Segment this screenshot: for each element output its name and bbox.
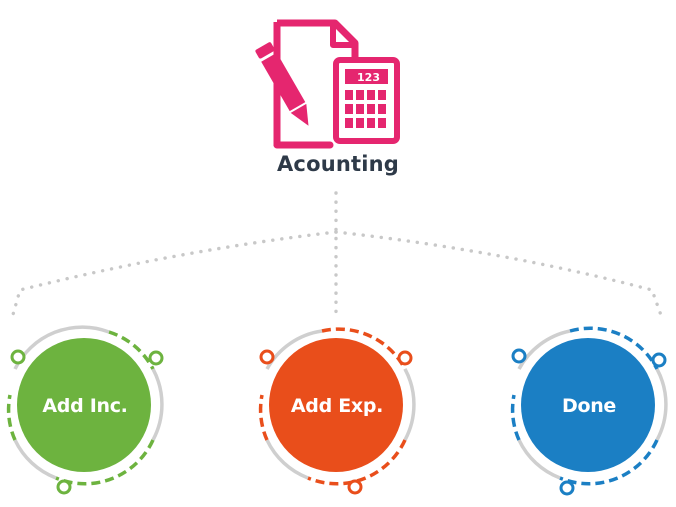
node-ring-accent [569, 326, 659, 370]
document-pencil-calculator-icon: 123 [255, 19, 400, 149]
connector-left [10, 230, 338, 320]
node-ring-gray [265, 439, 309, 480]
node-ring-accent [510, 394, 521, 441]
node-ring-accent [559, 439, 659, 486]
calculator-key [345, 104, 353, 114]
node-handle[interactable] [397, 350, 413, 366]
calculator-key [356, 118, 364, 128]
node-circle [269, 338, 403, 472]
node-ring-accent [307, 439, 407, 486]
calculator-display [345, 69, 388, 84]
calculator-key [345, 90, 353, 100]
pencil-tip [290, 103, 309, 126]
node-handle[interactable] [10, 349, 26, 365]
node-ring-accent [6, 394, 17, 441]
node-ring-gray [13, 439, 57, 480]
connector-right [334, 230, 664, 320]
node-handle[interactable] [347, 479, 363, 495]
calculator-display-text: 123 [357, 71, 380, 84]
calculator-key [378, 104, 386, 114]
node-ring-gray [151, 368, 164, 441]
node-handle[interactable] [651, 352, 667, 368]
node-label-done[interactable]: Done [561, 395, 617, 417]
calculator-key [356, 104, 364, 114]
node-handle[interactable] [511, 348, 527, 364]
calculator-key [378, 90, 386, 100]
node-ring-gray [403, 368, 416, 441]
pencil-icon [255, 42, 309, 126]
calculator-key [367, 104, 375, 114]
node-ring-gray [517, 439, 561, 480]
node-handle[interactable] [148, 350, 164, 366]
pencil-cap [255, 42, 275, 59]
node-circle [521, 338, 655, 472]
pencil-body [261, 52, 306, 112]
node-ring-accent [258, 394, 269, 441]
node-add-income[interactable] [6, 325, 164, 495]
node-ring-gray [655, 368, 668, 441]
calculator-key [378, 118, 386, 128]
calculator-key [345, 118, 353, 128]
node-add-expense[interactable] [258, 327, 416, 495]
connectors [10, 191, 664, 322]
calculator-key [367, 118, 375, 128]
node-label-add-income[interactable]: Add Inc. [42, 395, 128, 417]
calculator-key [367, 90, 375, 100]
node-label-add-expense[interactable]: Add Exp. [290, 395, 384, 417]
node-circle [17, 338, 151, 472]
node-ring-gray [517, 329, 571, 370]
calculator-key [356, 90, 364, 100]
node-done[interactable] [510, 326, 668, 496]
root-title: Acounting [276, 152, 400, 176]
calculator-keys [345, 90, 386, 128]
node-handle[interactable] [559, 480, 575, 496]
node-ring-accent [108, 330, 155, 370]
node-handle[interactable] [56, 479, 72, 495]
node-handle[interactable] [259, 349, 275, 365]
document-corner-fold [330, 24, 354, 48]
